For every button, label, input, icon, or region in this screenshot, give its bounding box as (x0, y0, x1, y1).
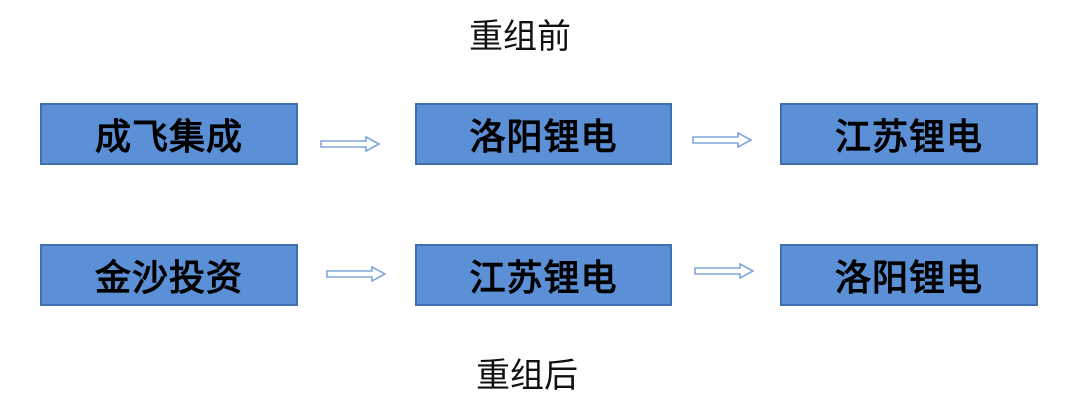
arrow-after-1-icon (326, 266, 386, 282)
title-after-restructuring: 重组后 (476, 356, 578, 396)
node-after-3: 洛阳锂电 (780, 244, 1038, 306)
node-after-1: 金沙投资 (40, 244, 298, 306)
node-before-3: 江苏锂电 (780, 103, 1038, 165)
title-before-restructuring: 重组前 (469, 17, 571, 57)
arrow-before-2-icon (692, 132, 752, 148)
node-before-2: 洛阳锂电 (415, 103, 672, 165)
node-after-2: 江苏锂电 (415, 244, 672, 306)
node-before-1: 成飞集成 (40, 103, 298, 165)
arrow-after-2-icon (694, 263, 754, 279)
arrow-before-1-icon (320, 136, 380, 152)
